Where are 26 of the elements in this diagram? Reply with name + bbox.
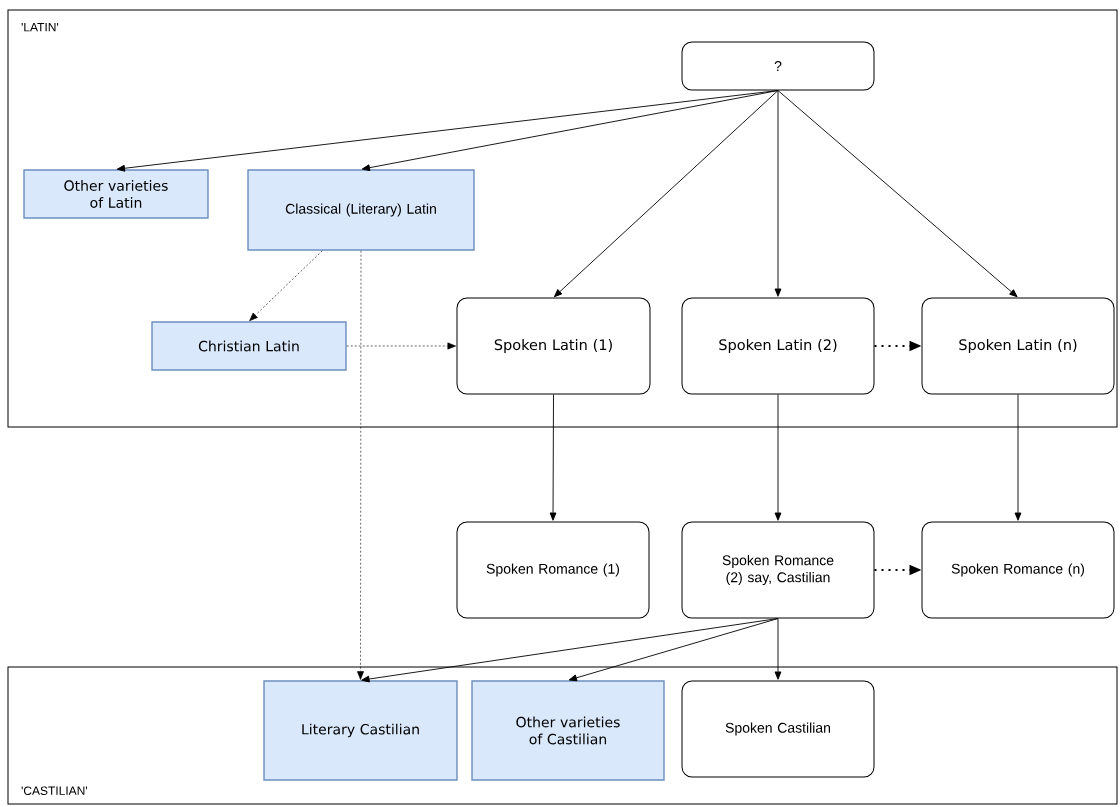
arrow bbox=[1014, 394, 1022, 521]
rounded-box: Spoken Latin (n) bbox=[921, 297, 1115, 395]
arrow bbox=[357, 250, 364, 680]
variety-box: Other varieties of Latin bbox=[23, 169, 209, 219]
variety-box: Other varieties of Castilian bbox=[471, 680, 665, 781]
rounded-box: Spoken Romance (2) say, Castilian bbox=[681, 521, 875, 619]
rounded-box: Spoken Castilian bbox=[681, 680, 875, 778]
arrow bbox=[553, 90, 779, 298]
rounded-box: Spoken Latin (2) bbox=[681, 297, 875, 395]
arrow bbox=[361, 618, 779, 683]
arrow bbox=[777, 90, 1018, 298]
rounded-box: Spoken Latin (1) bbox=[456, 297, 651, 395]
variety-box: Christian Latin bbox=[151, 321, 347, 371]
rounded-box: Spoken Romance (n) bbox=[921, 521, 1115, 619]
arrow bbox=[249, 250, 323, 322]
variety-box: Literary Castilian bbox=[263, 680, 458, 781]
arrow bbox=[549, 394, 557, 521]
arrow bbox=[774, 618, 782, 680]
arrow bbox=[774, 90, 782, 297]
rounded-box: ? bbox=[681, 41, 875, 91]
variety-box: Classical (Literary) Latin bbox=[247, 169, 475, 251]
arrow bbox=[361, 90, 779, 172]
arrow bbox=[774, 394, 782, 521]
arrow bbox=[568, 618, 779, 682]
arrow bbox=[346, 342, 456, 350]
rounded-box: Spoken Romance (1) bbox=[456, 521, 650, 619]
